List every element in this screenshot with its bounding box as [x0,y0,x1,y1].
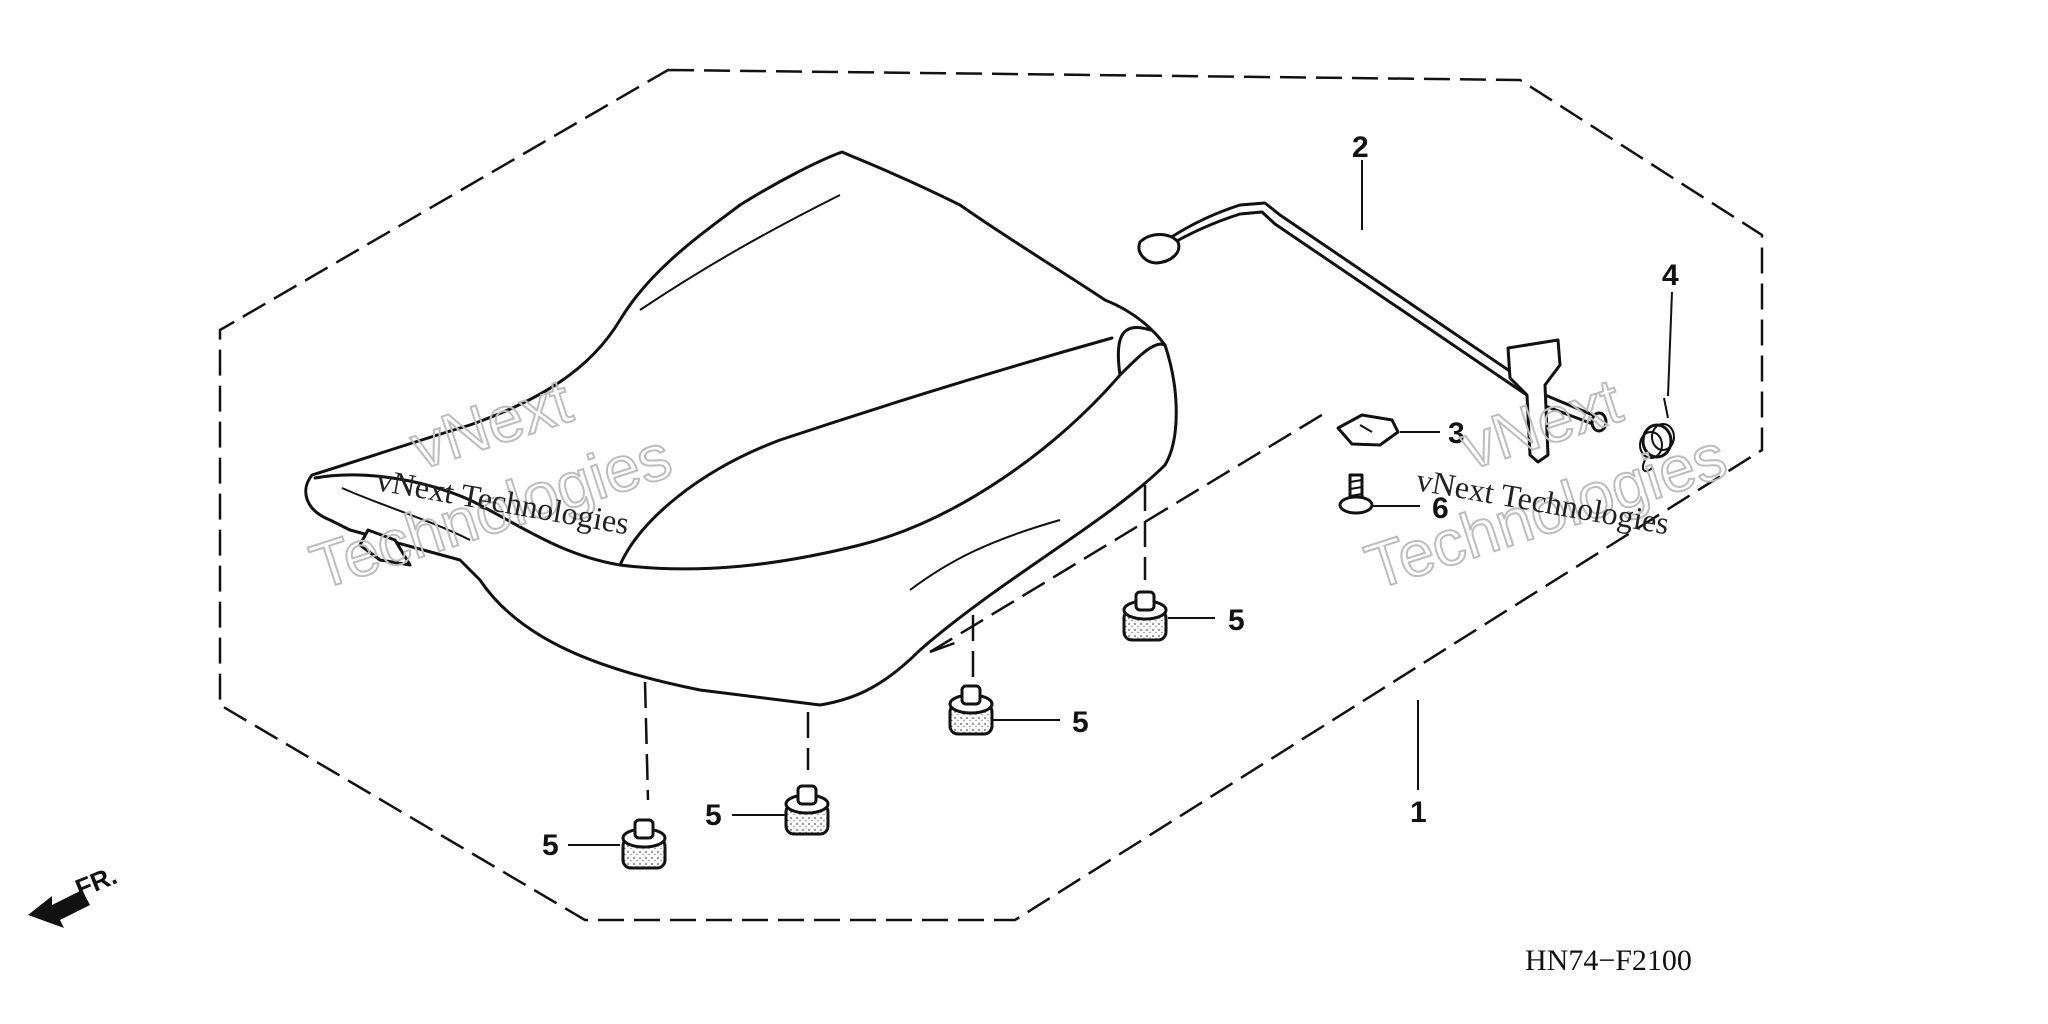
reference-line-cushion [929,638,964,654]
callout-cushion: 5 [542,829,559,862]
seat-illustration [304,150,1178,707]
front-direction-arrow-icon [28,890,90,928]
lock-rod-illustration [1137,201,1608,464]
callout-cushion: 5 [705,799,722,832]
callout-clip: 3 [1448,417,1465,450]
callout-spring: 4 [1662,259,1679,292]
leader-lines [568,160,1673,846]
reference-line-rod [929,408,1331,654]
callout-cushion: 5 [1228,604,1245,637]
assembly-outline [218,68,1764,922]
callout-lock-rod: 2 [1352,131,1369,164]
spring-illustration [1639,397,1675,473]
bolt-illustration [1338,473,1374,515]
diagram-code: HN74−F2100 [1525,944,1692,977]
callout-bolt: 6 [1432,492,1449,525]
watermark-right: vNext Technologies vNext Technologies [1356,363,1736,604]
clip-illustration [1336,413,1400,447]
callout-seat: 1 [1410,796,1427,829]
callout-cushion: 5 [1072,706,1089,739]
cushion-illustrations [621,590,1168,870]
